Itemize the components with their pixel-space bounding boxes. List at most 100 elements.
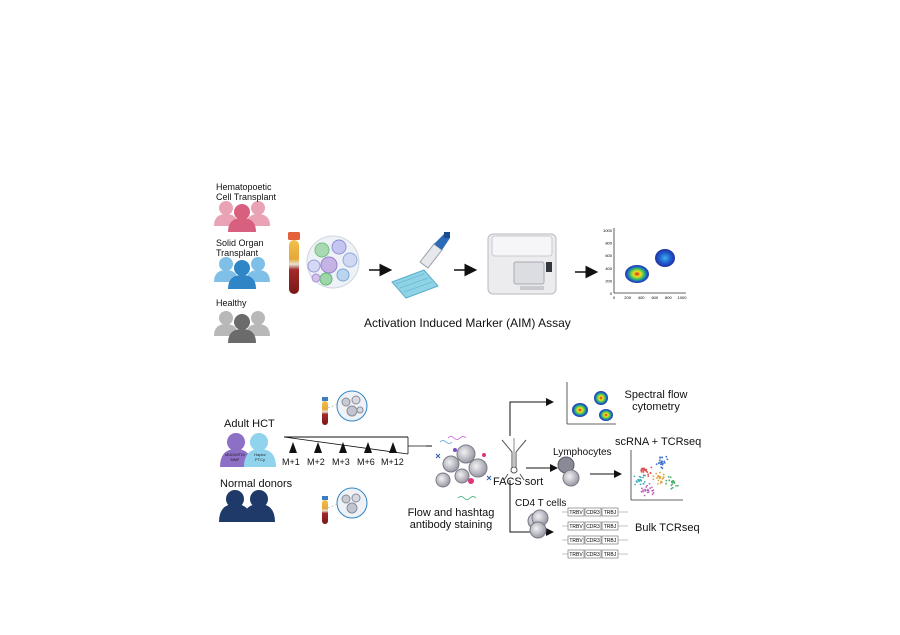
- timepoint-m3: M+3: [332, 457, 350, 467]
- tsne-dot: [656, 477, 658, 479]
- tsne-dot: [659, 471, 661, 474]
- top-plot-y-tick-label: 400: [605, 266, 612, 271]
- bulk-tcrseq-label: Bulk TCRseq: [635, 522, 700, 534]
- top-plot-x-tick-label: 600: [651, 295, 658, 300]
- tsne-dot: [644, 488, 646, 491]
- tsne-dot: [651, 489, 653, 492]
- cd4-t-cells-label: CD4 T cells: [515, 498, 567, 509]
- tsne-dot: [647, 473, 649, 476]
- adult-hct-label: Adult HCT: [224, 418, 275, 430]
- bottom-cells-lower-icon: [336, 487, 368, 519]
- tsne-dot: [641, 487, 643, 490]
- tsne-dot: [647, 489, 650, 492]
- tsne-dot: [658, 462, 660, 464]
- staining-label: Flow and hashtag antibody staining: [407, 507, 495, 531]
- bottom-tube-lower-icon: [322, 496, 328, 524]
- pipette-plate-icon: [391, 232, 450, 299]
- tsne-dot: [661, 477, 664, 480]
- top-plot-x-tick-label: 800: [665, 295, 672, 300]
- lymphocytes-icon: [557, 456, 580, 487]
- tsne-dot: [665, 479, 668, 482]
- tsne-dot: [649, 487, 652, 489]
- tcr-segment-box: [584, 535, 602, 545]
- tsne-dot: [642, 482, 645, 485]
- hct-person-right-label: Haplo/ PTCy: [254, 452, 266, 462]
- tcr-segment-label: CDR3: [586, 538, 600, 544]
- tcr-segment-label: TRBV: [569, 524, 583, 530]
- tsne-dot: [645, 468, 648, 471]
- tsne-dot: [661, 463, 664, 466]
- tsne-dot: [642, 489, 644, 491]
- tsne-dot: [670, 484, 673, 487]
- timepoint-m12: M+12: [381, 457, 404, 467]
- tcr-segment-box: [567, 521, 585, 531]
- tsne-dot: [648, 482, 651, 485]
- tsne-dot: [661, 456, 663, 459]
- top-plot-x-tick-label: 0: [613, 295, 616, 300]
- tsne-dot: [662, 476, 665, 478]
- lymphocytes-label: Lymphocytes: [553, 447, 612, 458]
- tcr-segment-box: [567, 507, 585, 517]
- tsne-dot: [659, 476, 662, 478]
- tsne-dot: [639, 483, 642, 486]
- tsne-dot: [671, 486, 674, 489]
- tcr-segment-box: [601, 535, 619, 545]
- timeline-bracket: [283, 436, 426, 455]
- tcr-segment-label: TRBV: [569, 552, 583, 558]
- timepoint-m6: M+6: [357, 457, 375, 467]
- tsne-dot: [656, 475, 659, 478]
- tsne-dot: [650, 466, 653, 469]
- tsne-dot: [633, 475, 636, 478]
- tsne-dot: [645, 486, 648, 488]
- tcr-segment-box: [567, 535, 585, 545]
- tsne-dot: [647, 491, 650, 493]
- tcr-segment-box: [584, 521, 602, 531]
- normal-donors-label: Normal donors: [220, 478, 293, 490]
- tsne-dot: [638, 480, 640, 483]
- sot-people-icon: [214, 257, 270, 289]
- tsne-dot: [644, 474, 646, 477]
- tsne-dot: [655, 463, 658, 466]
- top-plot-population-2: [655, 249, 675, 267]
- tsne-dot: [659, 482, 662, 484]
- cd4-cells-icon: [527, 509, 549, 539]
- tcr-segment-box: [584, 507, 602, 517]
- tsne-dot: [643, 467, 645, 470]
- spectral-flow-label: Spectral flow cytometry: [624, 389, 688, 413]
- hct-group-label: Hematopoetic Cell Transplant: [216, 182, 277, 202]
- tsne-dot: [644, 490, 647, 492]
- hct-people-icon: [214, 201, 270, 232]
- tsne-dot: [665, 455, 668, 458]
- tsne-dot: [656, 483, 659, 485]
- top-plot-population-1: [625, 265, 649, 283]
- tsne-dot: [652, 475, 655, 477]
- flow-cytometer-icon: [487, 233, 557, 295]
- spectral-flow-plot: [566, 382, 616, 425]
- top-plot-y-tick-label: 800: [605, 241, 612, 246]
- tsne-dot: [642, 490, 644, 493]
- tsne-dot: [657, 479, 660, 482]
- pbmc-cells-icon: [306, 235, 360, 289]
- bottom-tube-upper-icon: [322, 397, 328, 425]
- tsne-dot: [646, 484, 648, 487]
- tsne-dot: [647, 475, 650, 477]
- tcr-segment-box: [601, 507, 619, 517]
- facs-sort-label: FACS sort: [493, 476, 544, 488]
- tsne-dot: [651, 486, 653, 489]
- tsne-dot: [655, 472, 658, 475]
- tsne-dot: [663, 460, 666, 463]
- tcr-segment-label: TRBV: [569, 510, 583, 516]
- top-plot-y-tick-label: 600: [605, 253, 612, 258]
- tsne-dot: [667, 476, 670, 478]
- tcr-segment-label: TRBJ: [604, 538, 617, 544]
- top-plot-x-tick-label: 1000: [678, 295, 688, 300]
- tsne-dot: [640, 476, 642, 479]
- tsne-dot: [660, 461, 663, 463]
- tsne-dot: [639, 478, 641, 481]
